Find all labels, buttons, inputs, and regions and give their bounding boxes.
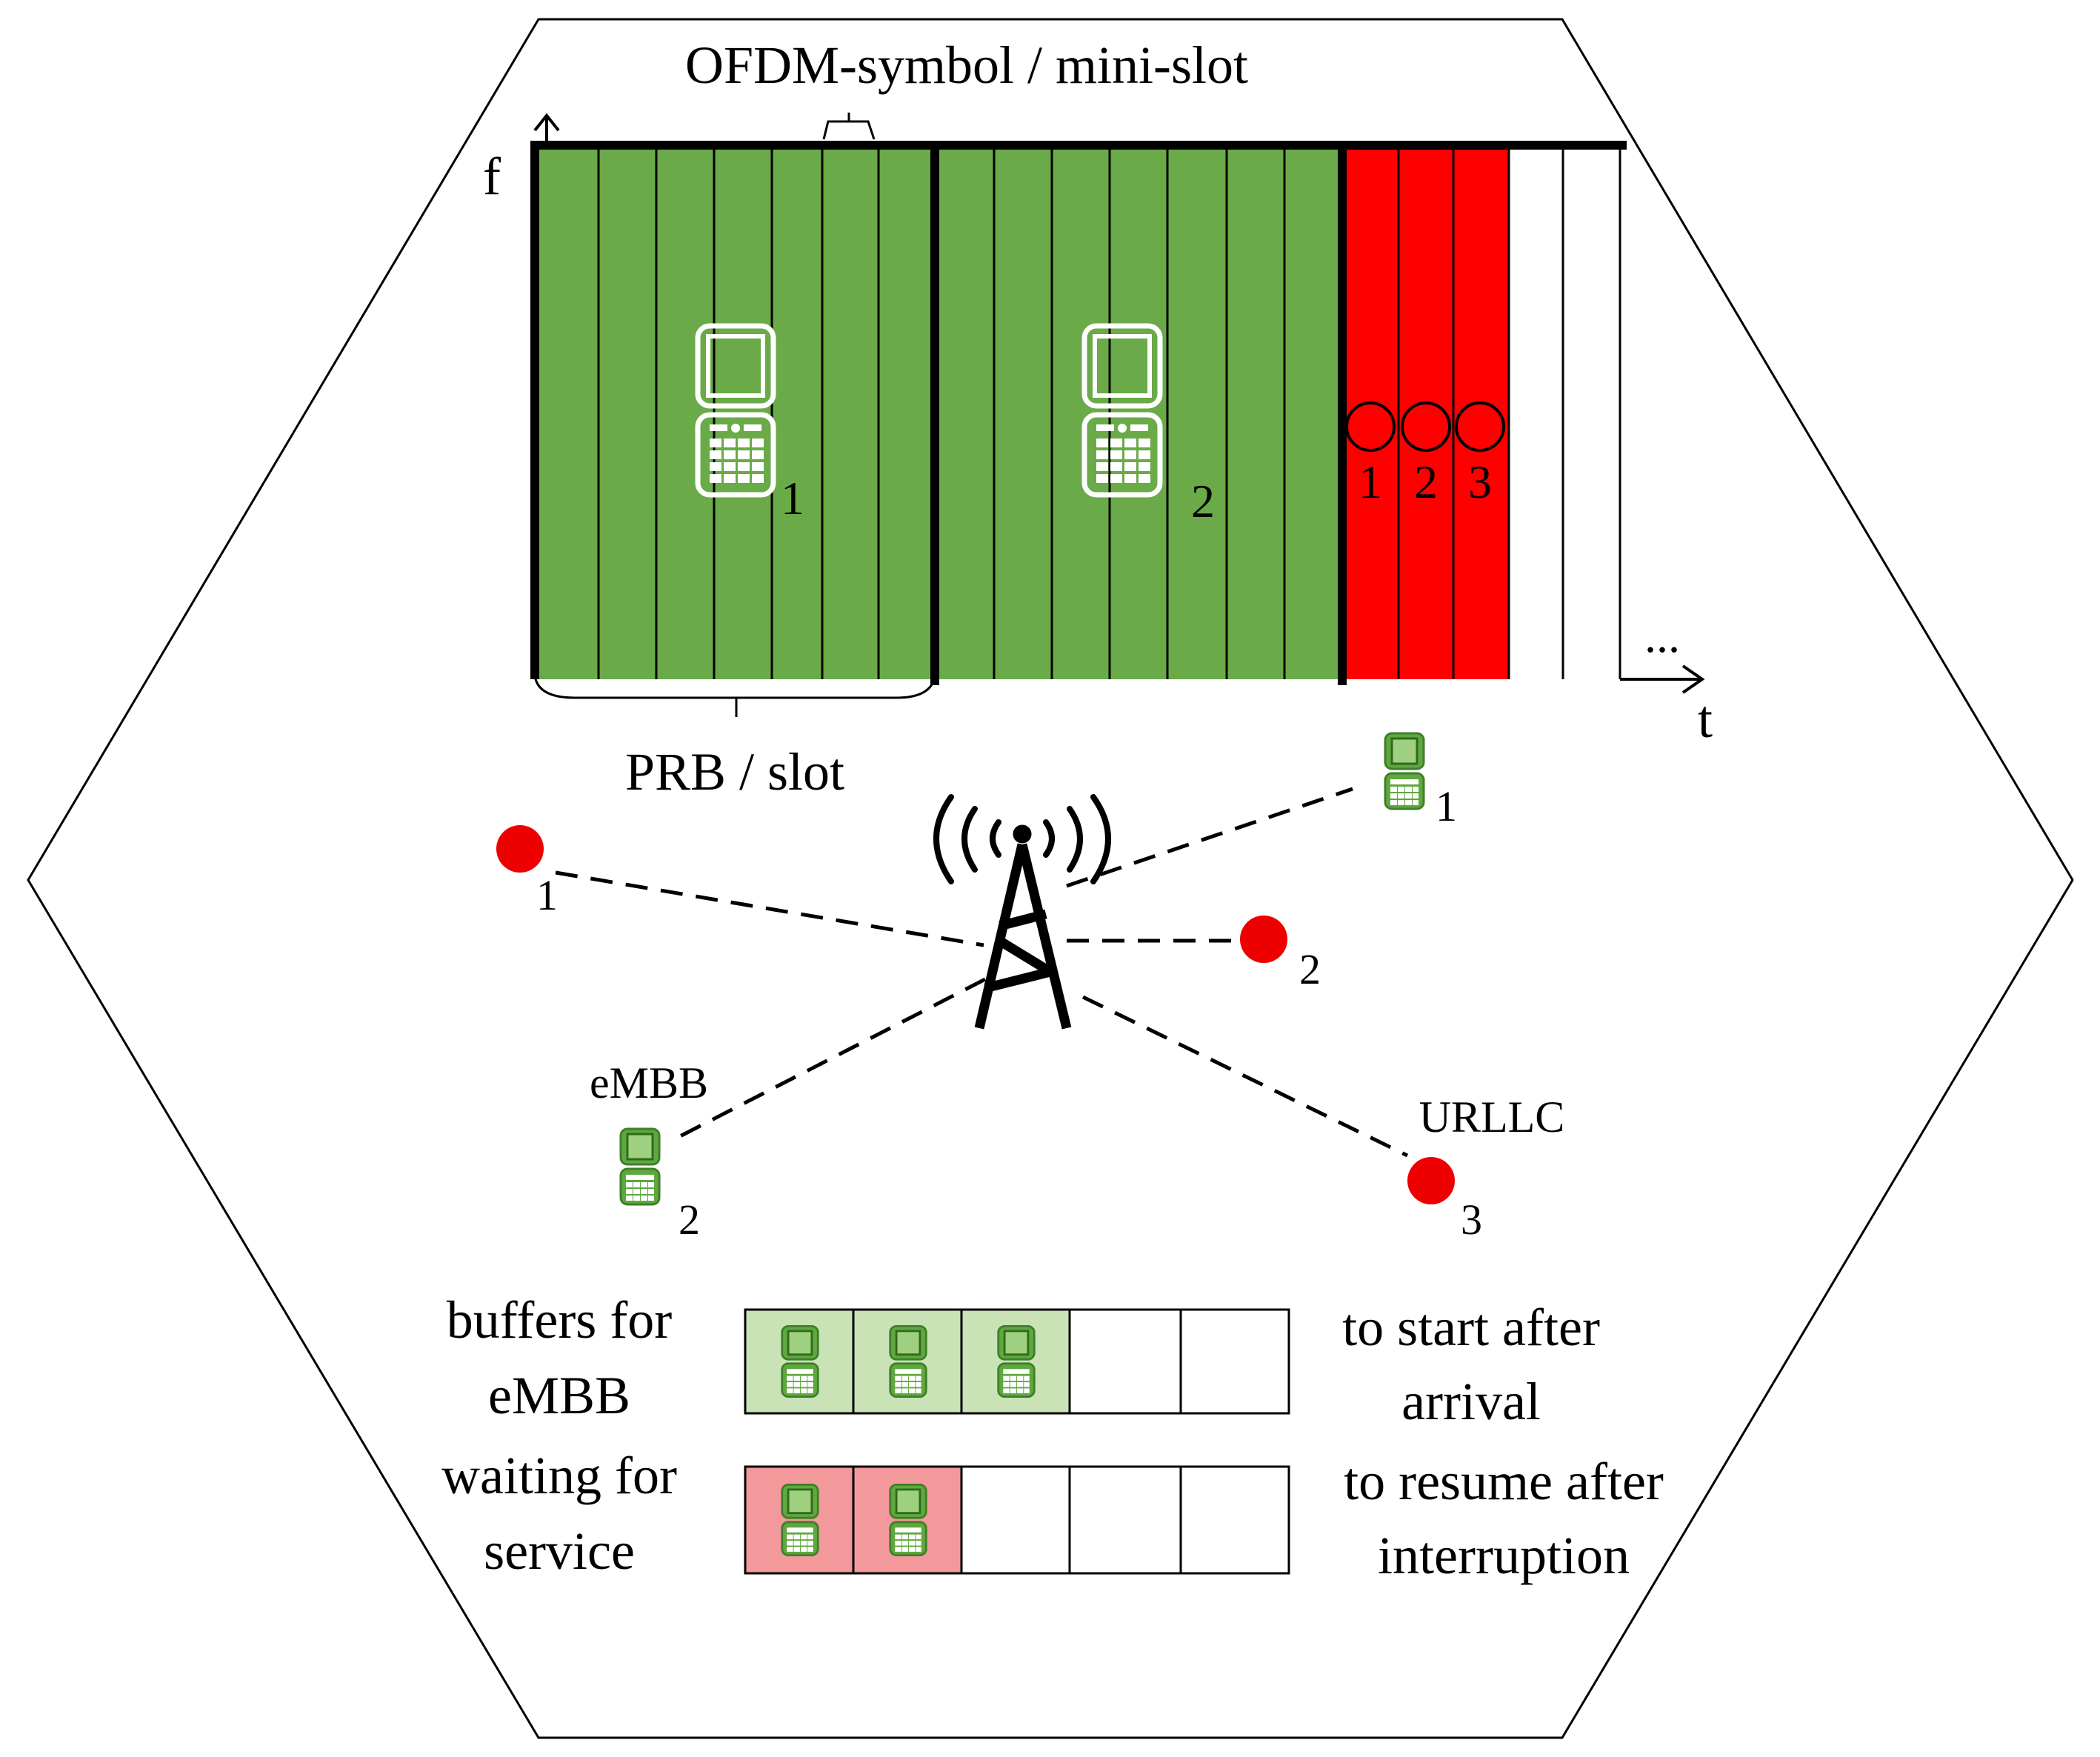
ofdm-symbol-bracket <box>822 120 876 140</box>
urllc-user-3-label: 3 <box>1461 1196 1482 1244</box>
resource-grid: f ... t OFDM-symbol / mini-slot PRB / sl… <box>483 36 1713 801</box>
cell-tower-icon <box>933 794 1111 1030</box>
grid-phone-label-1: 1 <box>781 472 804 524</box>
ellipsis-label: ... <box>1644 610 1680 662</box>
urllc-user-1-label: 1 <box>536 871 558 919</box>
urllc-circle-icon <box>1345 401 1396 452</box>
network-area: 1 2 3 1 2 eMBB URLLC <box>496 732 1565 1244</box>
buffer-bottom-row <box>744 1465 1290 1575</box>
frequency-axis-arrow <box>533 113 560 147</box>
grid-column-fills <box>533 147 1620 679</box>
buffer-bottom-right-label-line-2: interruption <box>1378 1526 1630 1585</box>
frequency-axis-label: f <box>483 147 501 206</box>
buffers-left-label-line-2: eMBB <box>488 1366 630 1425</box>
embb-class-label: eMBB <box>590 1058 708 1107</box>
grid-phone-label-2: 2 <box>1191 475 1215 527</box>
urllc-circles <box>1345 401 1505 452</box>
prb-slot-label: PRB / slot <box>625 742 844 801</box>
urllc-circle-icon <box>1455 401 1505 452</box>
buffer-top-right-label-line-2: arrival <box>1401 1372 1541 1431</box>
urllc-user-2-label: 2 <box>1299 945 1321 993</box>
urllc-circle-label-3: 3 <box>1468 456 1492 508</box>
ofdm-symbol-dividers <box>597 147 1621 679</box>
buffers-area: buffers for eMBB waiting for service to … <box>441 1290 1664 1585</box>
embb-user-2-label: 2 <box>679 1196 700 1244</box>
urllc-class-label: URLLC <box>1419 1093 1565 1141</box>
buffers-left-label-line-4: service <box>484 1521 635 1581</box>
urllc-user-1-red-dot-icon <box>496 825 544 873</box>
embb-user-1-label: 1 <box>1436 782 1457 830</box>
urllc-user-2-red-dot-icon <box>1240 916 1287 963</box>
hexagon-cell-boundary <box>27 18 2074 1739</box>
urllc-circle-label-1: 1 <box>1359 456 1382 508</box>
embb-user-2-phone-icon <box>619 1127 661 1206</box>
link-lines <box>555 787 1409 1158</box>
buffers-left-label-line-3: waiting for <box>441 1446 677 1505</box>
buffer-bottom-right-label-line-1: to resume after <box>1344 1452 1664 1511</box>
prb-slot-boundaries <box>530 142 1347 685</box>
ofdm-symbol-label: OFDM-symbol / mini-slot <box>685 36 1248 95</box>
buffer-top-right-label-line-1: to start after <box>1342 1298 1600 1357</box>
urllc-user-3-red-dot-icon <box>1407 1157 1455 1204</box>
embb-user-1-phone-icon <box>1384 732 1425 810</box>
urllc-circle-icon <box>1401 401 1451 452</box>
urllc-circle-label-2: 2 <box>1414 456 1438 508</box>
buffers-left-label-line-1: buffers for <box>447 1290 673 1350</box>
time-axis-label: t <box>1698 690 1713 749</box>
time-axis-arrow <box>1620 664 1705 694</box>
